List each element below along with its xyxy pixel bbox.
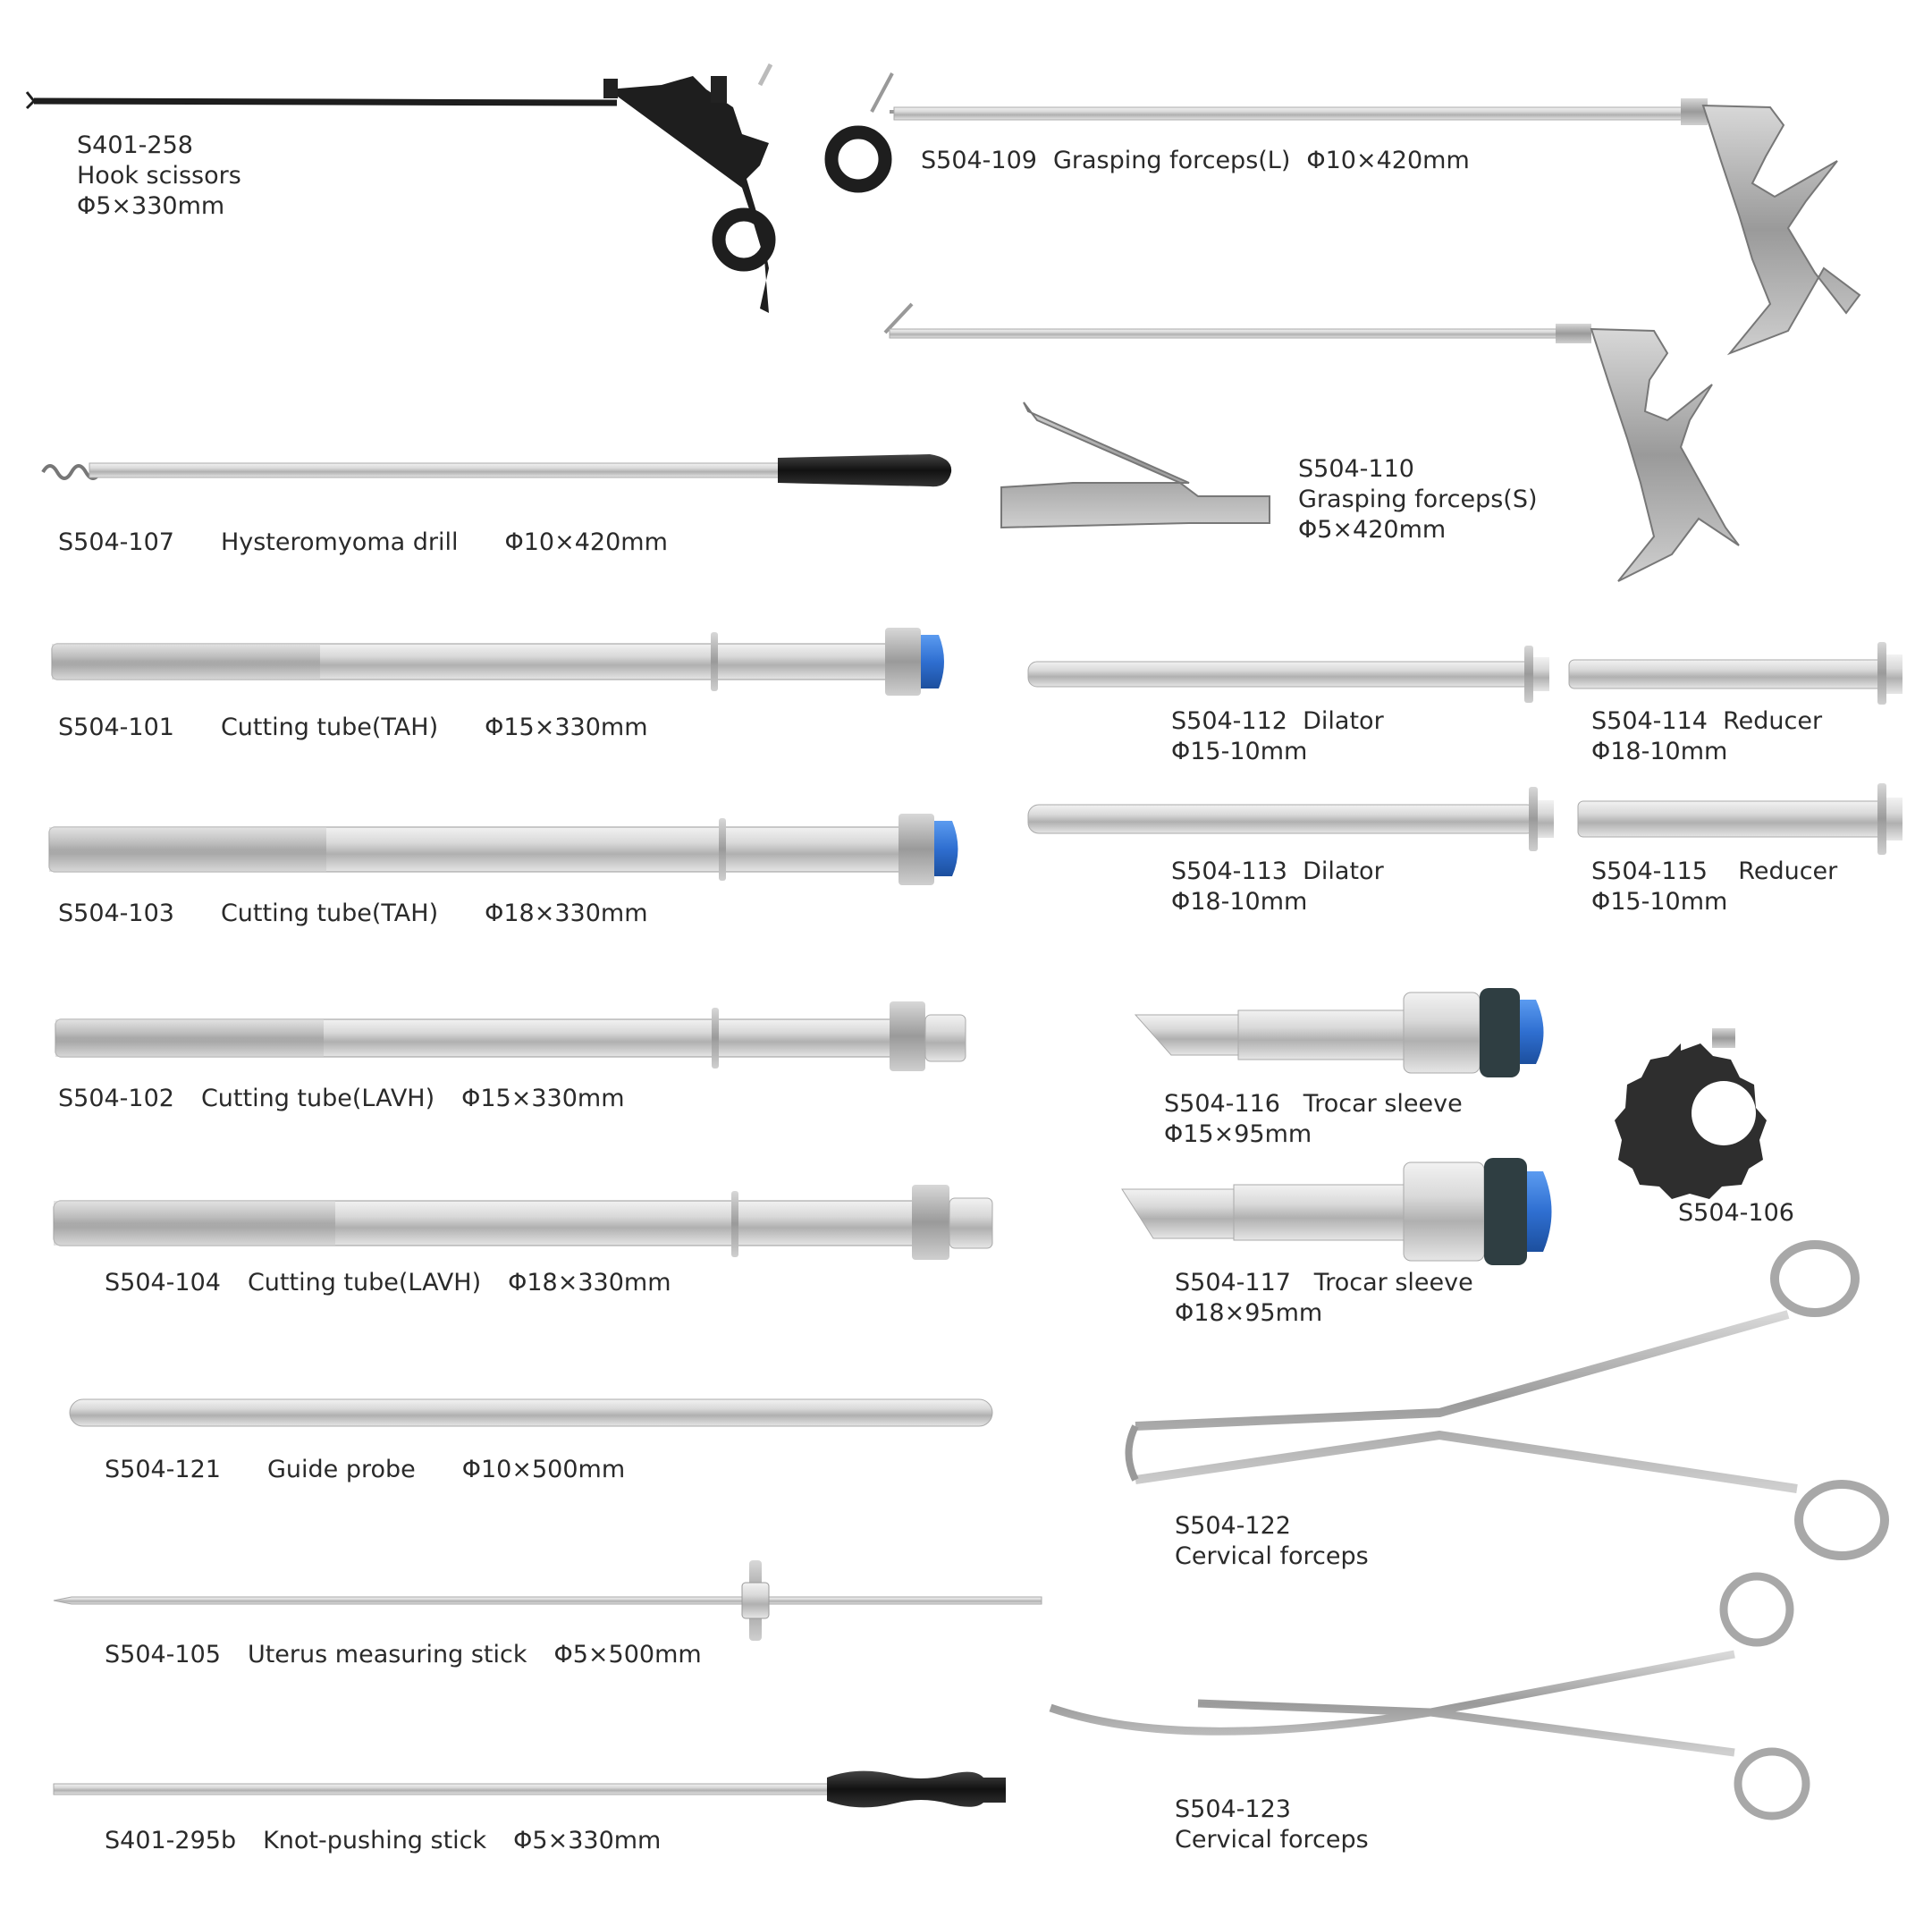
trocar-sleeve-s504-117-illustration (1121, 1158, 1552, 1265)
label-s504-117: S504-117 Trocar sleeve Φ18×95mm (1175, 1269, 1473, 1327)
cutting-tube-s504-102-illustration (55, 1001, 966, 1071)
label-s504-110: S504-110 Grasping forceps(S) Φ5×420mm (1298, 455, 1538, 544)
uterus-measuring-stick-illustration (53, 1560, 1042, 1641)
label-s504-112: S504-112 Dilator Φ15-10mm (1171, 707, 1384, 765)
label-s504-106: S504-106 (1678, 1199, 1794, 1227)
reducer-s504-114-illustration (1568, 642, 1902, 705)
cervical-forceps-s504-122-illustration (1125, 1240, 1889, 1560)
hook-scissors-illustration (25, 63, 892, 313)
trocar-sleeve-s504-116-illustration (1134, 988, 1544, 1077)
label-s504-115: S504-115 Reducer Φ15-10mm (1591, 857, 1838, 916)
label-s504-116: S504-116 Trocar sleeve Φ15×95mm (1164, 1090, 1463, 1148)
label-s401-258: S401-258 Hook scissors Φ5×330mm (77, 131, 241, 220)
reducer-s504-115-illustration (1577, 783, 1902, 855)
cutting-tube-s504-101-illustration (51, 628, 944, 696)
grasping-forceps-s-illustration (883, 302, 1740, 582)
ring-nut-s504-106-illustration (1615, 1028, 1767, 1199)
hysteromyoma-drill-illustration (41, 454, 952, 487)
label-s504-113: S504-113 Dilator Φ18-10mm (1171, 857, 1384, 916)
dilator-s504-113-illustration (1027, 787, 1554, 851)
dilator-s504-112-illustration (1027, 646, 1549, 703)
label-s504-122: S504-122 Cervical forceps (1175, 1512, 1369, 1570)
label-s504-114: S504-114 Reducer Φ18-10mm (1591, 707, 1823, 765)
cervical-forceps-s504-123-illustration (1049, 1572, 1810, 1820)
grasping-forceps-l-illustration (870, 72, 1861, 356)
label-s504-123: S504-123 Cervical forceps (1175, 1795, 1369, 1854)
cutting-tube-s504-103-illustration (48, 814, 958, 885)
knot-pushing-stick-illustration (53, 1770, 1006, 1808)
guide-probe-illustration (69, 1398, 993, 1427)
cutting-tube-s504-104-illustration (53, 1185, 993, 1260)
